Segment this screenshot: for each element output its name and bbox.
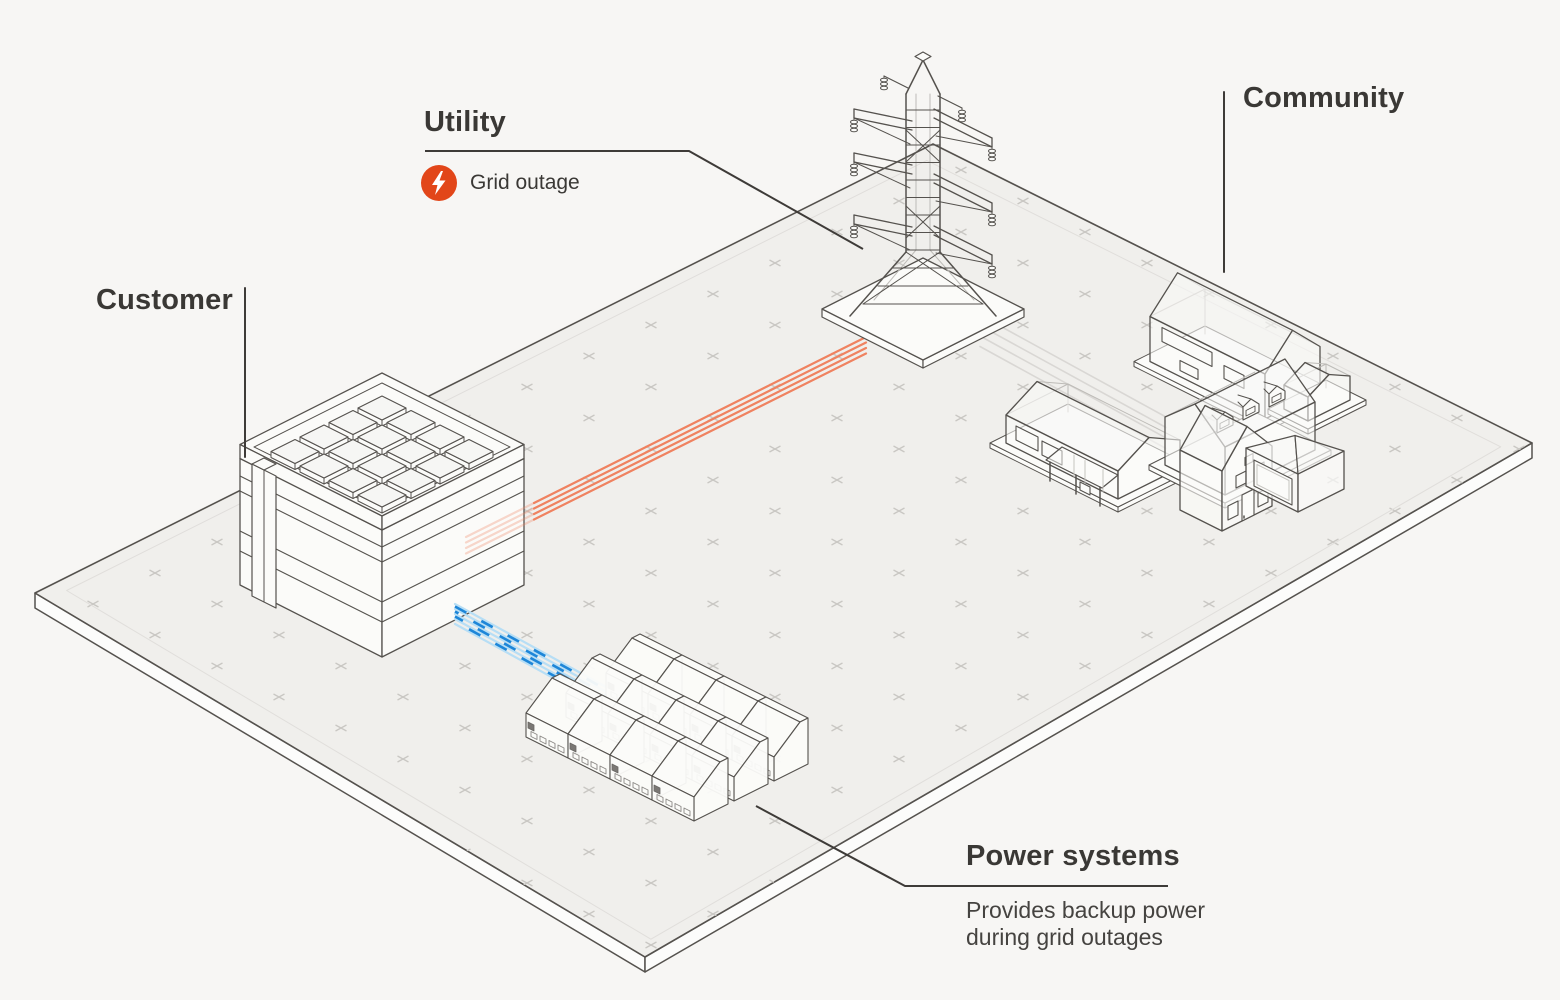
- customer-building: [239, 372, 525, 658]
- utility-label: Utility: [424, 106, 506, 138]
- lightning-icon: [421, 165, 457, 201]
- utility-tower: [821, 51, 1025, 369]
- community-label: Community: [1243, 82, 1405, 114]
- power-systems-label: Power systems: [966, 840, 1180, 872]
- label-leader-lines: [244, 91, 1225, 887]
- power-systems-units: [525, 633, 809, 822]
- customer-label: Customer: [96, 284, 233, 316]
- grid-outage-badge-label: Grid outage: [470, 171, 580, 194]
- grid-outage-badge: Grid outage: [421, 165, 580, 201]
- grid-outage-lines: [464, 335, 868, 555]
- community-houses: [989, 272, 1367, 532]
- power-systems-description: Provides backup power during grid outage…: [966, 897, 1206, 951]
